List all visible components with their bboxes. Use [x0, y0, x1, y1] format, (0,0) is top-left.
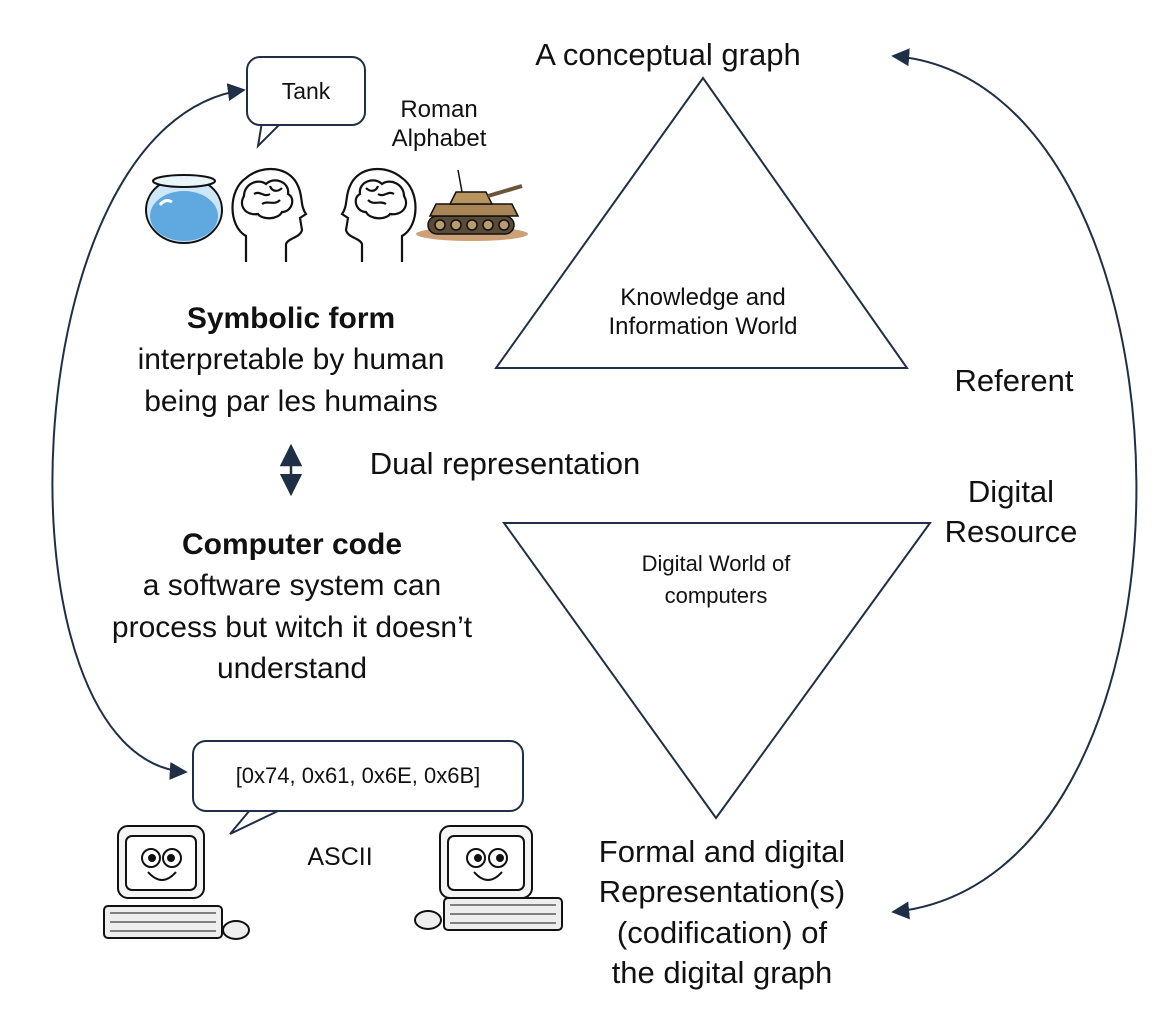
- knowledge-line2: Information World: [608, 312, 798, 340]
- brain-head-icon: [231, 167, 308, 262]
- right-curved-arrow: [891, 48, 1138, 920]
- digital-resource-line1: Digital: [967, 474, 1055, 509]
- computer-code-line1: a software system can: [142, 569, 442, 603]
- ascii-bubble-tail: [229, 809, 281, 835]
- digital-triangle: [502, 522, 932, 820]
- roman-alphabet-label: Roman Alphabet: [374, 96, 504, 154]
- computer-code-block: Computer code a software system can proc…: [60, 524, 524, 690]
- knowledge-triangle-label: Knowledge and Information World: [572, 284, 834, 342]
- symbolic-form-block: Symbolic form interpretable by human bei…: [96, 298, 486, 422]
- brain-head-icon: [340, 167, 417, 262]
- symbolic-line2: being par les humains: [144, 384, 438, 418]
- symbolic-line1: interpretable by human: [137, 343, 445, 377]
- knowledge-line1: Knowledge and: [620, 284, 786, 311]
- tank-speech-bubble: Tank: [246, 56, 366, 126]
- formal-line4: the digital graph: [611, 954, 833, 990]
- top-label: A conceptual graph: [535, 37, 801, 72]
- digital-resource-label: Digital Resource: [930, 472, 1092, 553]
- ascii-bubble-text: [0x74, 0x61, 0x6E, 0x6B]: [235, 763, 481, 788]
- roman-line2: Alphabet: [391, 124, 487, 152]
- left-curved-arrow: [51, 83, 246, 780]
- fishbowl-icon: [145, 174, 223, 244]
- tank-bubble-text: Tank: [281, 77, 331, 104]
- computer-icon: [414, 825, 563, 931]
- formal-line1: Formal and digital: [598, 834, 846, 869]
- symbolic-title: Symbolic form: [186, 302, 396, 335]
- digital-resource-line2: Resource: [944, 514, 1078, 550]
- computer-code-title: Computer code: [181, 528, 403, 561]
- referent-label: Referent: [954, 363, 1074, 398]
- dual-representation-label: Dual representation: [369, 446, 641, 481]
- formal-representation-block: Formal and digital Representation(s) (co…: [566, 832, 878, 993]
- digital-triangle-label: Digital World of computers: [600, 548, 832, 612]
- tank-icon: [416, 169, 528, 241]
- formal-line2: Representation(s): [598, 874, 846, 910]
- formal-line3: (codification) of: [616, 914, 828, 950]
- computer-code-line2: process but witch it doesn’t: [111, 610, 473, 644]
- computer-icon: [103, 825, 250, 940]
- computer-code-line3: understand: [216, 652, 368, 686]
- ascii-label: ASCII: [307, 843, 373, 871]
- digital-world-line2: computers: [664, 582, 768, 608]
- knowledge-triangle: [494, 76, 909, 369]
- tank-bubble-tail: [256, 121, 281, 149]
- roman-line1: Roman: [400, 96, 478, 123]
- digital-world-line1: Digital World of: [641, 551, 791, 576]
- ascii-speech-bubble: [0x74, 0x61, 0x6E, 0x6B]: [192, 740, 524, 812]
